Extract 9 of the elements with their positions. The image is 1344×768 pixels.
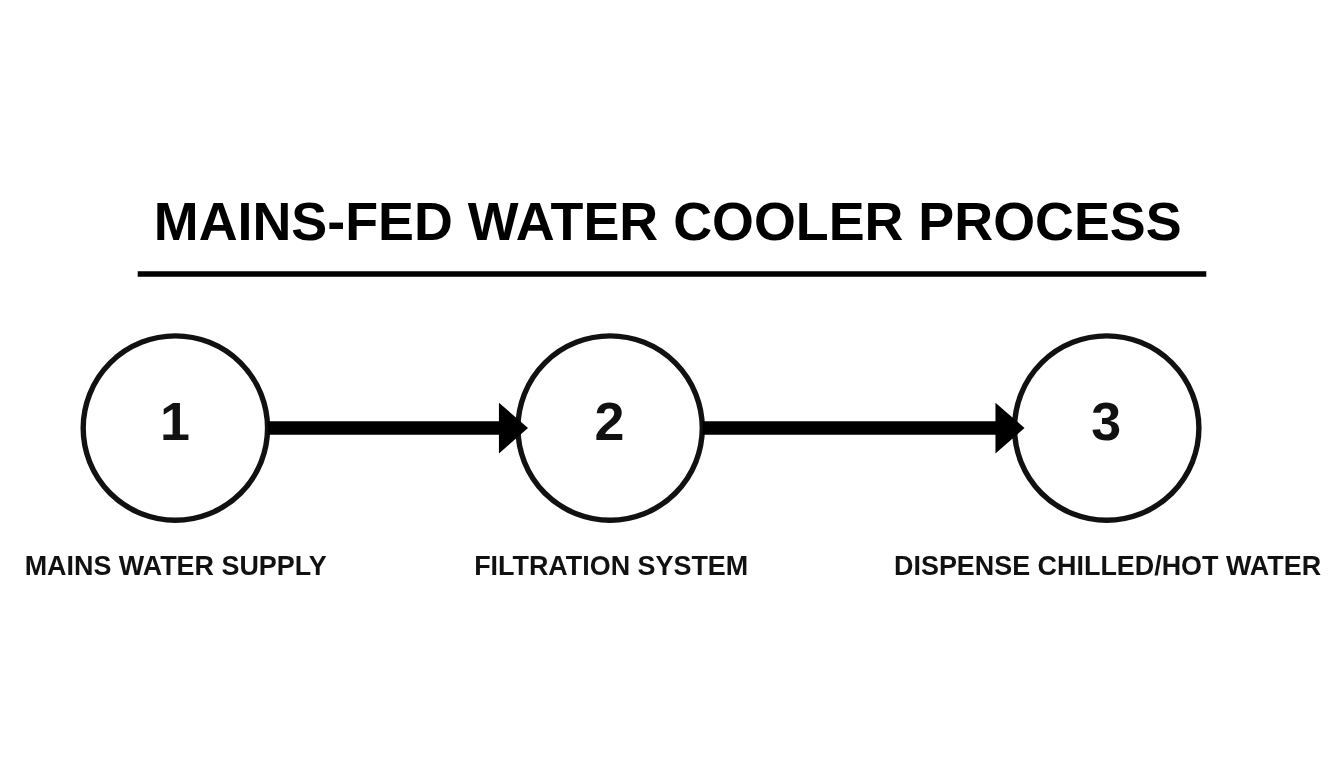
node-circle: 3 <box>1011 333 1202 523</box>
node-label: DISPENSE CHILLED/HOT WATER <box>894 550 1322 581</box>
node-label: FILTRATION SYSTEM <box>474 550 749 581</box>
arrow <box>702 402 1025 454</box>
diagram-title: MAINS-FED WATER COOLER PROCESS <box>153 191 1182 252</box>
arrow <box>267 402 528 454</box>
node-circle: 2 <box>515 333 705 523</box>
node-label: MAINS WATER SUPPLY <box>24 550 327 581</box>
node-circle: 1 <box>80 333 271 523</box>
